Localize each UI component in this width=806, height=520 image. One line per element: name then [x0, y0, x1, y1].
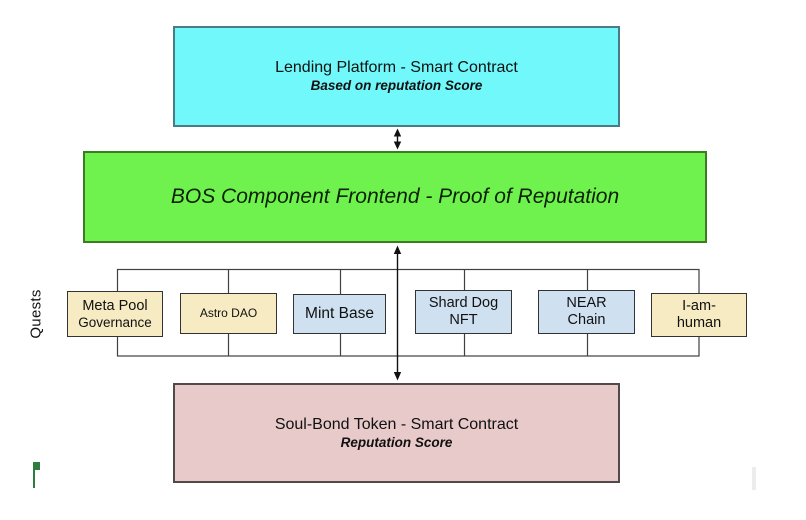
quest-near-chain: NEAR Chain: [538, 290, 635, 334]
soul-bond-token-box: Soul-Bond Token - Smart Contract Reputat…: [173, 383, 620, 483]
quest-label-line: Mint Base: [305, 305, 374, 323]
quest-label-line: Chain: [567, 312, 606, 328]
quests-axis-label: Quests: [27, 289, 45, 339]
soul-bond-title: Soul-Bond Token - Smart Contract: [274, 415, 519, 433]
lending-platform-subtitle: Based on reputation Score: [310, 78, 483, 94]
quest-label-line: Meta Pool: [82, 297, 148, 314]
quest-label-line: NFT: [449, 312, 478, 328]
quest-mint-base: Mint Base: [293, 294, 386, 334]
arrow-lending-frontend: [393, 128, 402, 150]
lending-platform-box: Lending Platform - Smart Contract Based …: [173, 26, 620, 127]
quest-astro-dao: Astro DAO: [180, 293, 277, 334]
bos-frontend-box: BOS Component Frontend - Proof of Reputa…: [83, 151, 707, 243]
bos-frontend-title: BOS Component Frontend - Proof of Reputa…: [170, 185, 620, 208]
quest-meta-pool-governance: Meta Pool Governance: [67, 291, 163, 337]
flag-icon: [33, 462, 40, 488]
soul-bond-subtitle: Reputation Score: [340, 434, 453, 450]
quest-label-line: human: [676, 315, 722, 331]
quest-label-line: Shard Dog: [428, 295, 499, 312]
quest-label-line: NEAR: [566, 295, 607, 312]
quest-label-line: Governance: [78, 314, 152, 330]
arrow-frontend-soulbond: [393, 245, 402, 381]
quest-label-line: I-am-: [682, 298, 716, 315]
quest-shard-dog-nft: Shard Dog NFT: [415, 290, 512, 334]
scroll-thumb-remnant: [752, 467, 756, 490]
quest-label-line: Astro DAO: [199, 305, 258, 320]
lending-platform-title: Lending Platform - Smart Contract: [275, 59, 518, 77]
quest-i-am-human: I-am- human: [651, 293, 747, 337]
